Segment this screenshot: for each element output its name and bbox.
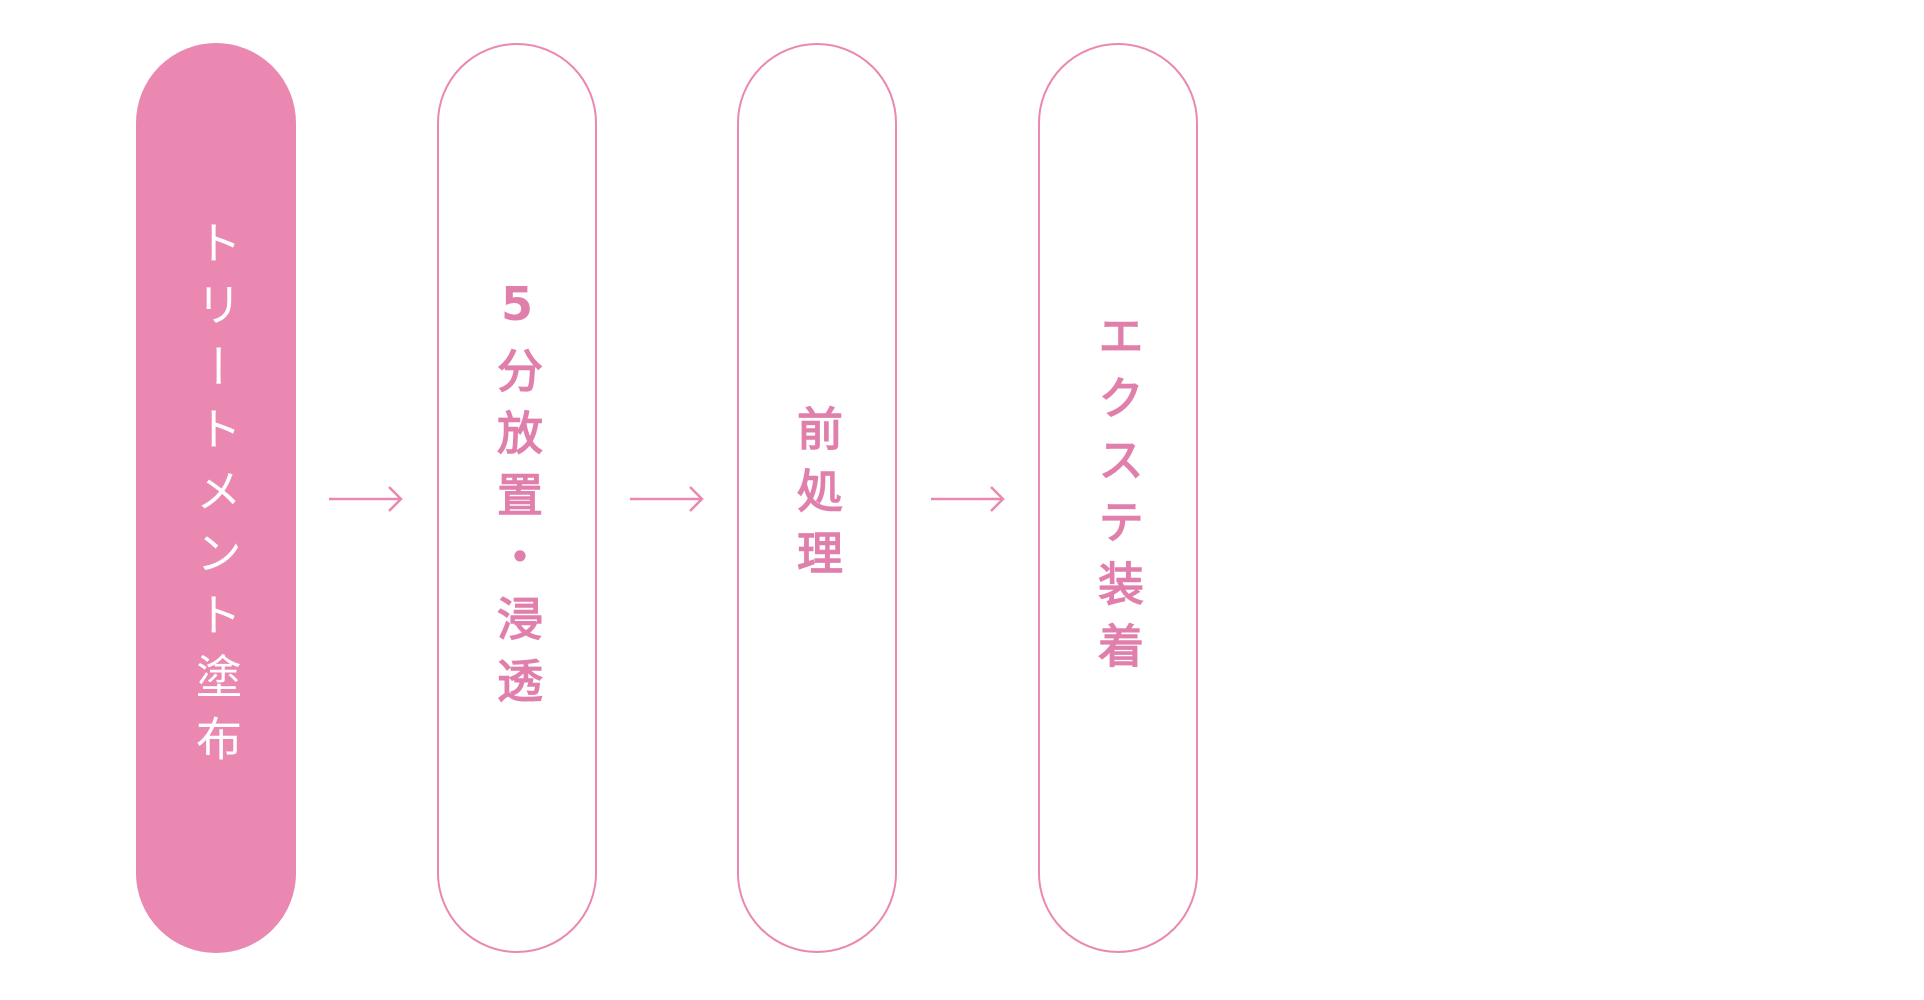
arrow-right-icon — [931, 486, 1005, 512]
arrow-right-icon — [630, 486, 704, 512]
step-label: エクステ装着 — [1091, 312, 1145, 684]
arrow-right-icon — [329, 486, 403, 512]
step-extension-attach: エクステ装着 — [1038, 43, 1198, 953]
step-pretreatment: 前処理 — [737, 43, 897, 953]
step-label: 5分放置・浸透 — [490, 277, 544, 719]
step-label: 前処理 — [790, 405, 844, 591]
step-treatment-application: トリートメント塗布 — [136, 43, 296, 953]
step-label: トリートメント塗布 — [189, 219, 243, 777]
step-wait-penetrate: 5分放置・浸透 — [437, 43, 597, 953]
